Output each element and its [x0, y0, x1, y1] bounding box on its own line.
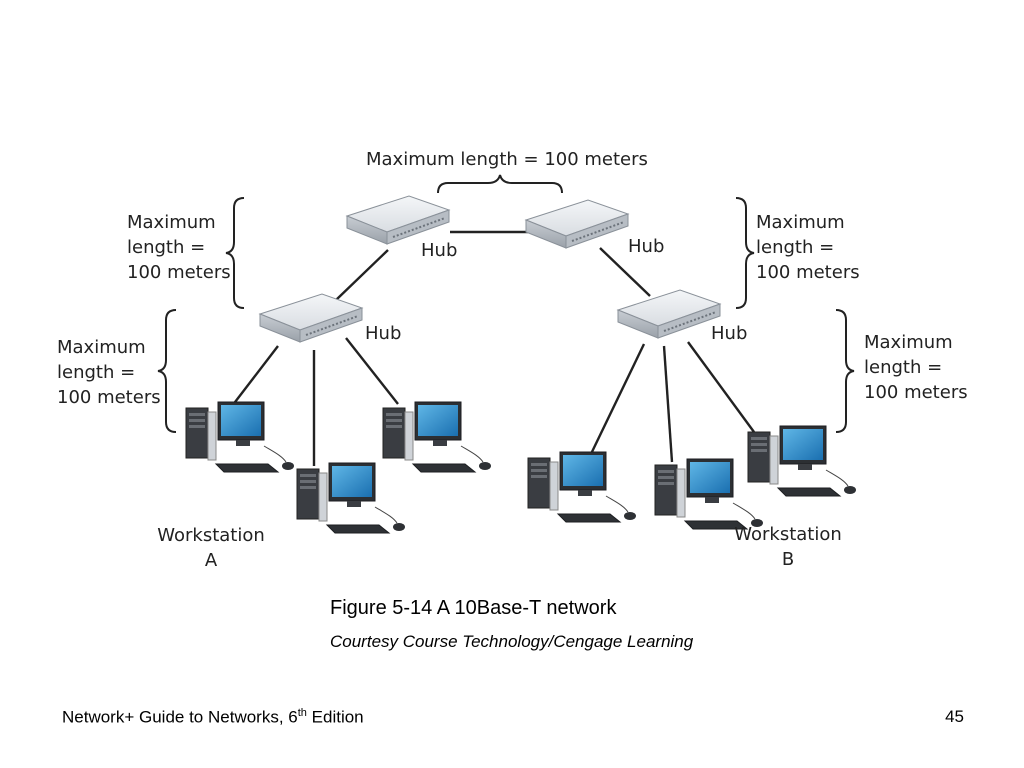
book-title-suffix: Edition — [306, 707, 364, 727]
figure-credit: Courtesy Course Technology/Cengage Learn… — [330, 632, 694, 651]
workstation-right-1 — [527, 451, 637, 523]
workstation-b-line2: B — [781, 549, 795, 570]
hub-top-right — [525, 199, 629, 249]
top-length-label: Maximum length = 100 meters — [366, 149, 648, 170]
workstation-b-line1: Workstation — [734, 524, 842, 545]
workstation-a-line1: Workstation — [157, 525, 265, 546]
hub-label-top-right: Hub — [628, 236, 665, 257]
left-lower-length-label: Maximum length = 100 meters — [57, 337, 161, 408]
workstation-left-1 — [185, 401, 295, 473]
length-braces — [157, 174, 855, 433]
workstation-right-2 — [654, 458, 764, 530]
workstation-a-line2: A — [204, 550, 218, 571]
right-lower-length-label: Maximum length = 100 meters — [864, 332, 968, 403]
right-upper-length-label: Maximum length = 100 meters — [756, 212, 860, 283]
hub-bottom-left — [259, 293, 363, 343]
footer-book-title: Network+ Guide to Networks, 6th Edition — [62, 707, 364, 728]
book-title-prefix: Network+ Guide to Networks, 6 — [62, 707, 298, 727]
workstation-left-3 — [382, 401, 492, 473]
figure-caption: Figure 5-14 A 10Base-T network — [330, 597, 617, 619]
hub-label-bottom-right: Hub — [711, 323, 748, 344]
workstation-b-label: Workstation B — [727, 522, 849, 572]
hub-top-left — [346, 195, 450, 245]
page-number: 45 — [945, 707, 964, 726]
network-cables — [231, 230, 755, 466]
network-diagram: Maximum length = 100 meters Maximum leng… — [57, 149, 968, 573]
workstation-left-2 — [296, 462, 406, 534]
diagram-graphics — [157, 174, 857, 534]
workstation-right-3 — [747, 425, 857, 497]
book-title-sup: th — [297, 707, 307, 719]
hub-label-bottom-left: Hub — [365, 323, 402, 344]
hub-label-top-left: Hub — [421, 240, 458, 261]
workstation-a-label: Workstation A — [150, 523, 272, 573]
left-upper-length-label: Maximum length = 100 meters — [127, 212, 231, 283]
hub-bottom-right — [617, 289, 721, 339]
